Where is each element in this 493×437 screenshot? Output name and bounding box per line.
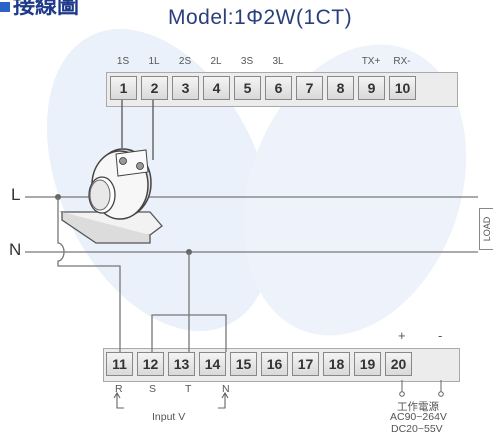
- line-l-label: L: [11, 185, 21, 204]
- wire-l-to-11: [57, 197, 121, 352]
- r-label: R: [115, 383, 123, 395]
- terminal-label-4: 2L: [210, 56, 222, 67]
- load-label: LOAD: [482, 216, 492, 242]
- power-dc: DC20~55V: [391, 423, 443, 435]
- terminal-16: 16: [261, 352, 288, 376]
- terminal-8: 8: [327, 76, 354, 100]
- current-transformer-icon: [59, 148, 163, 244]
- s-label: S: [149, 383, 157, 395]
- plus-label: +: [398, 328, 406, 343]
- terminal-20: 20: [385, 352, 412, 376]
- n-label: N: [222, 383, 230, 395]
- power-title: 工作電源: [397, 401, 439, 413]
- terminal-10: 10: [389, 76, 416, 100]
- terminal-label-9: TX+: [361, 56, 381, 67]
- terminal-5: 5: [234, 76, 261, 100]
- power-ac: AC90~264V: [390, 411, 447, 423]
- input-v-label: Input V: [152, 411, 186, 423]
- terminal-label-6: 3L: [272, 56, 284, 67]
- terminal-2: 2: [141, 76, 168, 100]
- terminal-6: 6: [265, 76, 292, 100]
- line-n-label: N: [9, 240, 22, 259]
- terminal-17: 17: [292, 352, 319, 376]
- arrow-r-icon: [113, 391, 124, 409]
- terminal-4: 4: [203, 76, 230, 100]
- terminal-18: 18: [323, 352, 350, 376]
- terminal-label-3: 2S: [178, 56, 192, 67]
- terminal-label-10: RX-: [393, 56, 411, 67]
- arrow-n-icon: [218, 391, 229, 409]
- page-heading: 接線圖: [0, 0, 79, 20]
- heading-bullet-icon: [0, 2, 10, 13]
- terminal-7: 7: [296, 76, 323, 100]
- terminal-label-5: 3S: [240, 56, 254, 67]
- terminal-1: 1: [110, 76, 137, 100]
- terminal-19: 19: [354, 352, 381, 376]
- terminal-14: 14: [199, 352, 226, 376]
- t-label: T: [185, 383, 192, 395]
- terminal-3: 3: [172, 76, 199, 100]
- load-box: LOAD: [479, 208, 493, 250]
- terminal-9: 9: [358, 76, 385, 100]
- terminal-15: 15: [230, 352, 257, 376]
- model-title: Model:1Φ2W(1CT): [168, 6, 353, 29]
- wire-voltage-bracket: [151, 314, 227, 352]
- terminal-label-1: 1S: [116, 56, 130, 67]
- terminal-12: 12: [137, 352, 164, 376]
- minus-label: -: [438, 328, 443, 343]
- terminal-13: 13: [168, 352, 195, 376]
- terminal-label-2: 1L: [148, 56, 160, 67]
- terminal-11: 11: [106, 352, 133, 376]
